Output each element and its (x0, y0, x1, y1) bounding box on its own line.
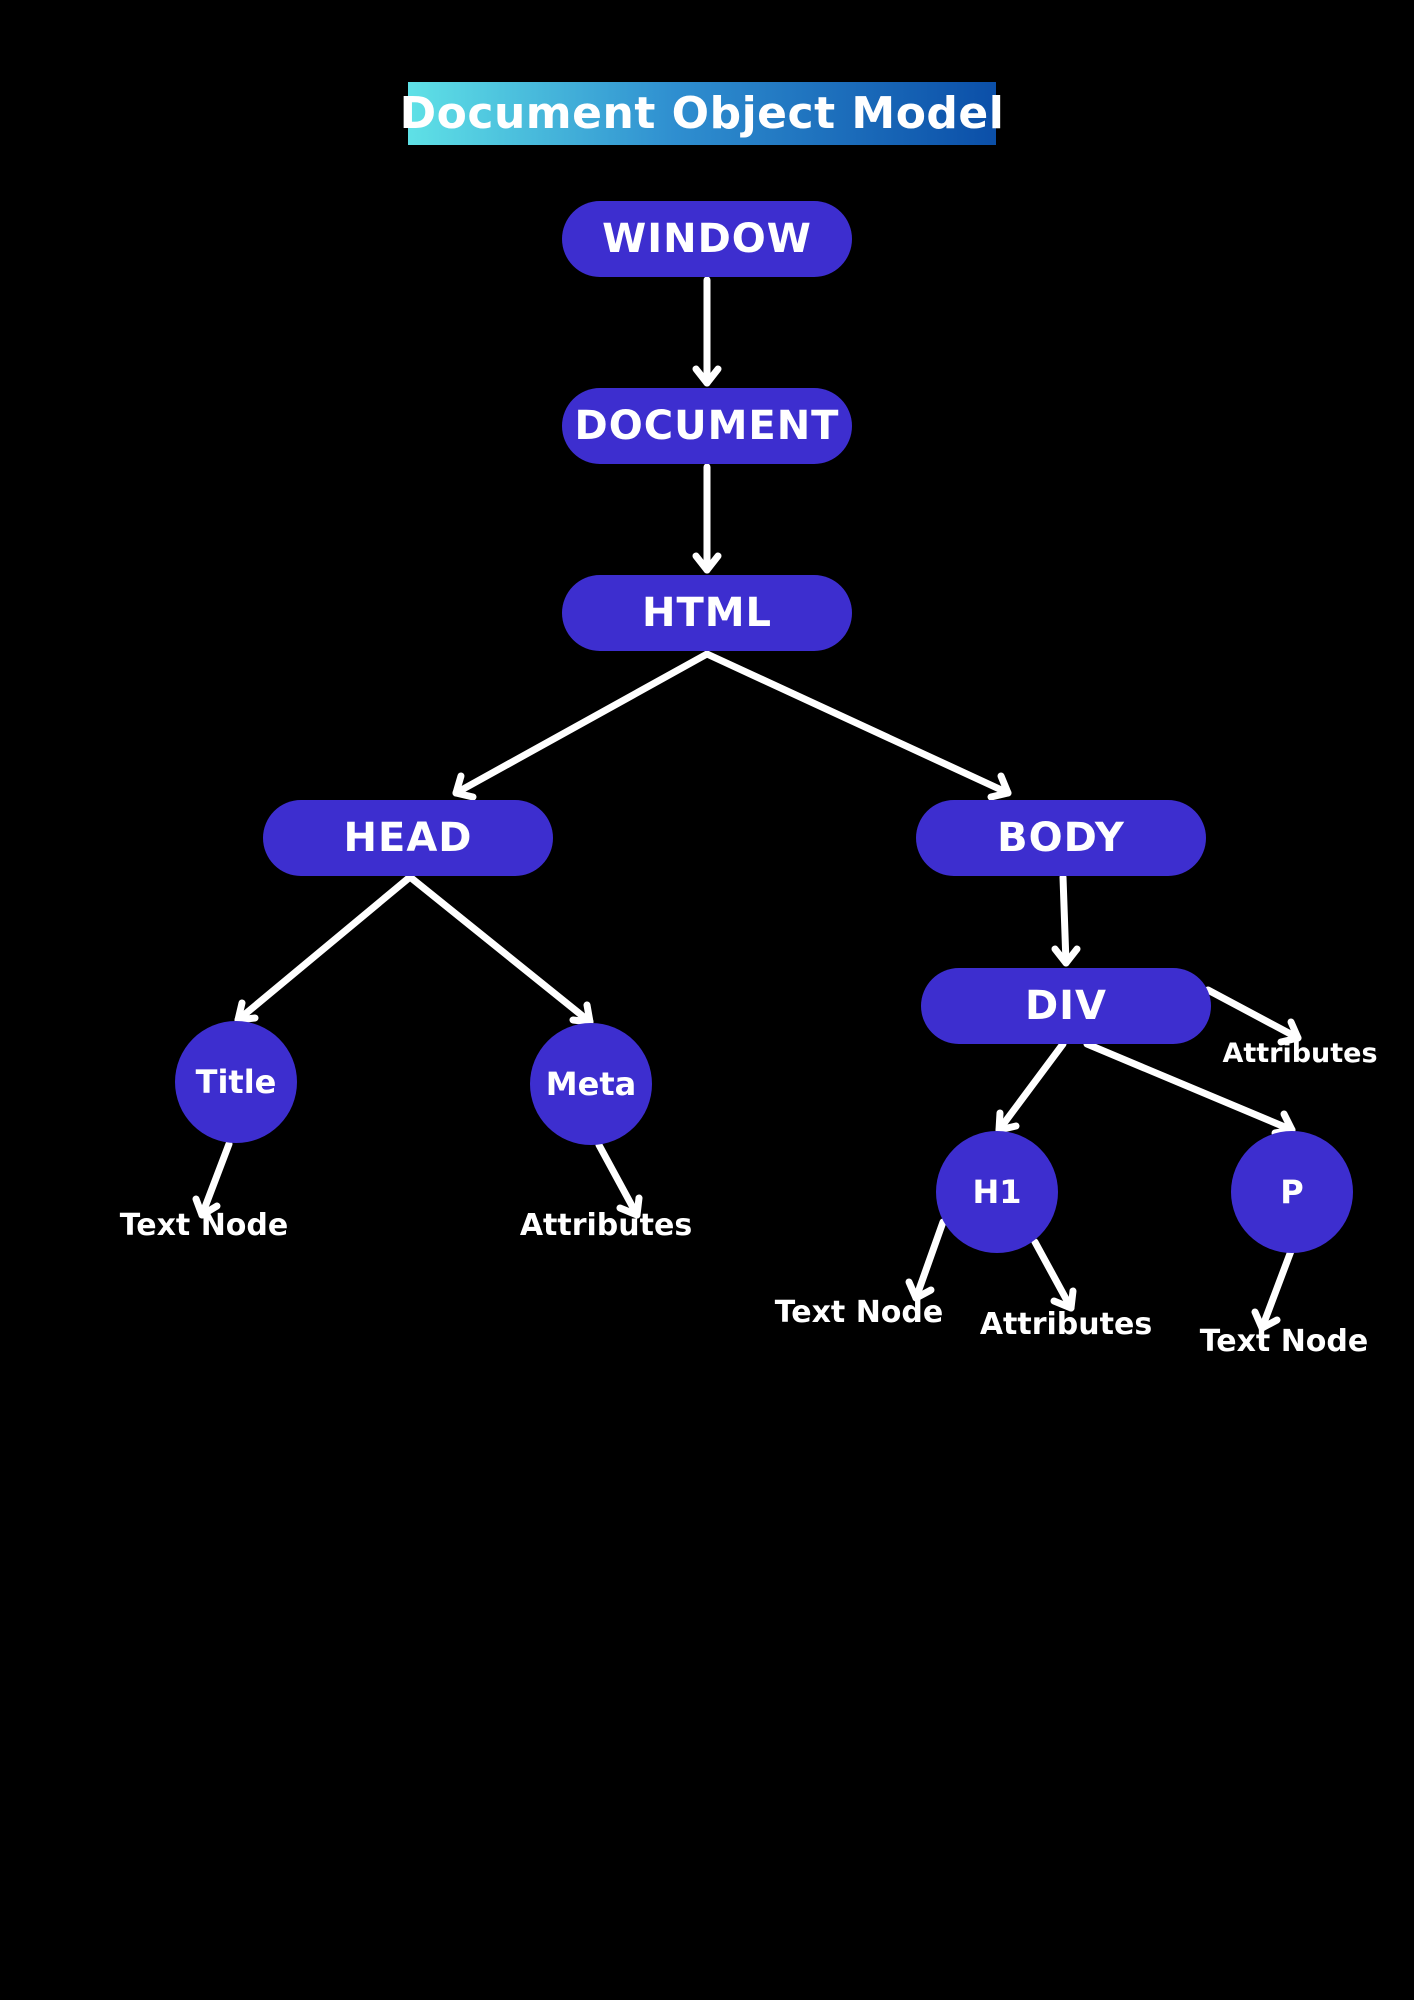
node-body: BODY (916, 800, 1206, 876)
edge-h1-textnode (905, 1218, 947, 1302)
edge-meta-attributes (595, 1141, 643, 1219)
edge-div-h1 (995, 1040, 1067, 1134)
leaf-p-text-node: Text Node (1199, 1324, 1369, 1359)
node-title: Title (175, 1021, 297, 1143)
edge-body-div (1051, 873, 1081, 967)
diagram-title: Document Object Model (399, 88, 1005, 139)
node-h1: H1 (936, 1131, 1058, 1253)
edge-head-title (234, 873, 414, 1024)
node-meta: Meta (530, 1023, 652, 1145)
leaf-meta-attributes: Attributes (519, 1208, 693, 1243)
node-html: HTML (562, 575, 852, 651)
node-head: HEAD (263, 800, 553, 876)
leaf-title-text-node: Text Node (119, 1208, 289, 1243)
edge-head-meta (406, 873, 594, 1026)
edge-p-textnode (1251, 1247, 1295, 1332)
leaf-div-attributes: Attributes (1222, 1038, 1378, 1069)
node-window: WINDOW (562, 201, 852, 277)
title-banner: Document Object Model (400, 82, 1004, 145)
leaf-h1-text-node: Text Node (774, 1295, 944, 1330)
edge-html-head (452, 650, 711, 801)
leaf-h1-attributes: Attributes (979, 1307, 1153, 1342)
edge-window-document (692, 276, 722, 387)
edge-html-body (703, 650, 1012, 801)
node-div: DIV (921, 968, 1211, 1044)
edge-h1-attributes (1031, 1238, 1077, 1312)
edge-title-textnode (192, 1140, 233, 1219)
edge-div-attributes (1204, 986, 1302, 1046)
node-p: P (1231, 1131, 1353, 1253)
edge-document-html (692, 463, 722, 574)
node-document: DOCUMENT (562, 388, 852, 464)
